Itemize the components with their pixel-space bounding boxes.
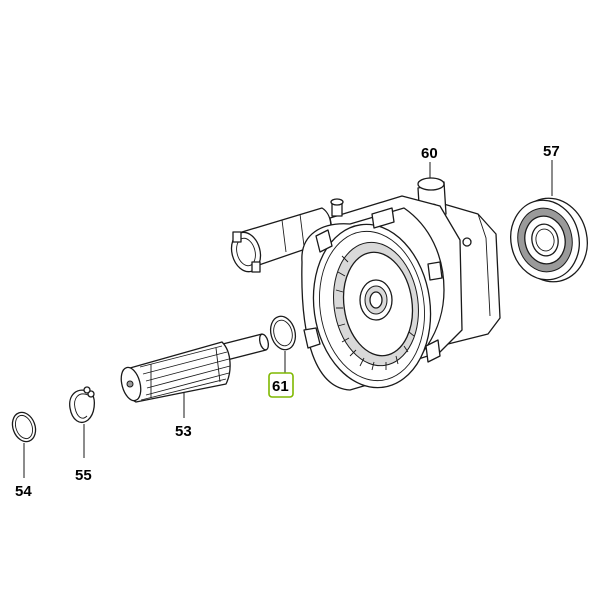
label-57[interactable]: 57	[543, 143, 560, 160]
part-53-splined-shaft[interactable]	[118, 333, 270, 403]
label-55[interactable]: 55	[75, 467, 92, 484]
highlight-box-61	[268, 372, 294, 398]
label-54[interactable]: 54	[15, 483, 32, 500]
part-60-gear-housing[interactable]	[227, 177, 501, 395]
label-60[interactable]: 60	[421, 145, 438, 162]
part-61-washer[interactable]	[267, 313, 299, 352]
part-57-ball-bearing[interactable]	[503, 191, 595, 288]
label-61[interactable]: 61	[272, 378, 289, 395]
part-55-circlip[interactable]	[69, 386, 95, 423]
part-54-o-ring[interactable]	[9, 409, 40, 445]
label-53[interactable]: 53	[175, 423, 192, 440]
